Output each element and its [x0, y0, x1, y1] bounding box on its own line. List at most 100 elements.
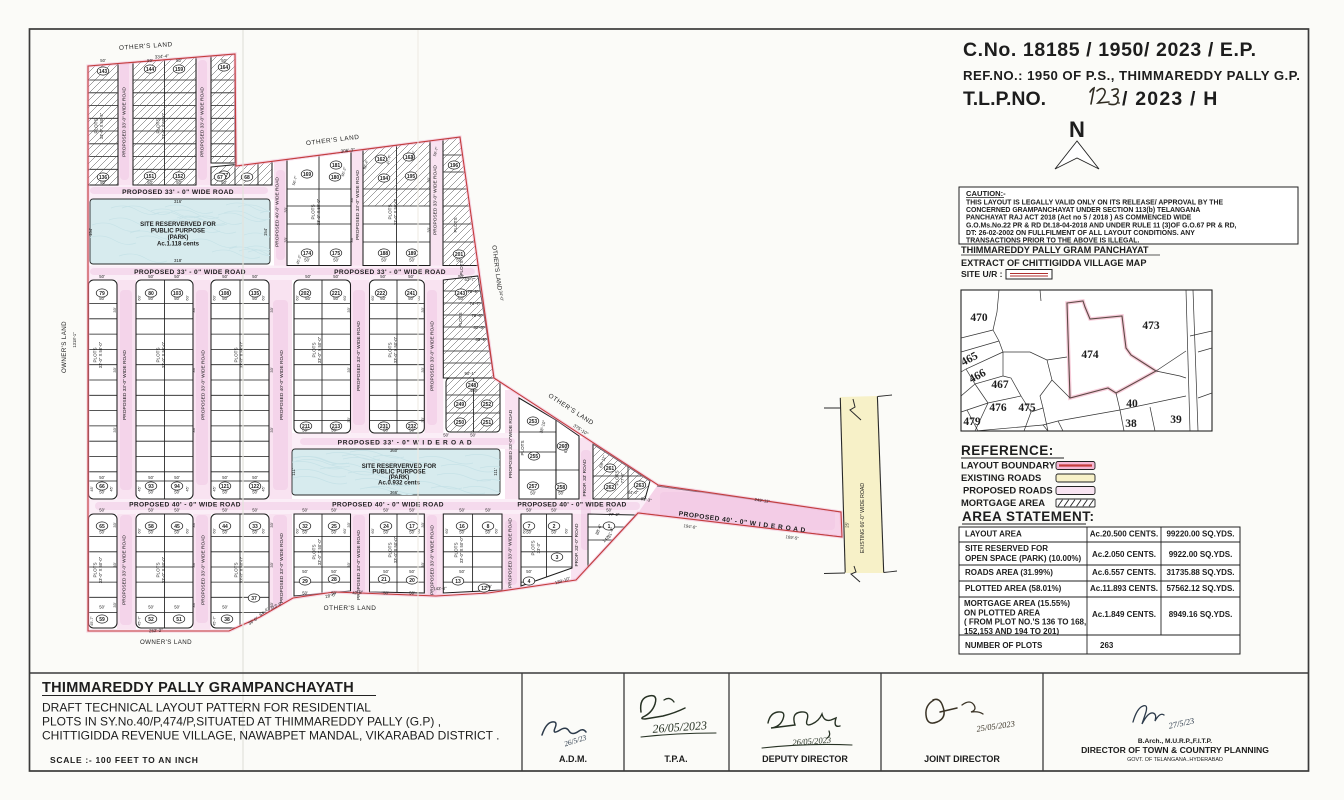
svg-text:50': 50' [302, 569, 308, 574]
svg-text:52: 52 [148, 617, 154, 623]
svg-text:DEPUTY DIRECTOR: DEPUTY DIRECTOR [762, 754, 848, 764]
svg-text:50': 50' [100, 180, 106, 185]
svg-text:33': 33' [346, 562, 351, 567]
svg-text:PROPOSED 33'-0" WIDE ROAD: PROPOSED 33'-0" WIDE ROAD [356, 321, 362, 391]
svg-text:T.P.A.: T.P.A. [664, 754, 687, 764]
svg-text:58: 58 [148, 524, 154, 530]
svg-text:45'-7": 45'-7" [213, 616, 217, 626]
svg-text:318': 318' [174, 258, 182, 263]
svg-text:PROPOSED 33'-0" WIDE ROAD: PROPOSED 33'-0" WIDE ROAD [430, 321, 436, 391]
svg-text:154': 154' [88, 228, 93, 236]
svg-text:50': 50' [99, 490, 105, 495]
svg-text:32: 32 [302, 524, 308, 530]
svg-text:45'-7": 45'-7" [90, 616, 94, 626]
svg-text:33'-0" X 50'-0": 33'-0" X 50'-0" [239, 341, 244, 368]
svg-text:33': 33' [346, 522, 351, 527]
svg-text:PLOTS: PLOTS [233, 347, 238, 362]
svg-text:50': 50' [331, 428, 337, 433]
svg-text:PLOTS: PLOTS [453, 217, 458, 232]
svg-text:93: 93 [148, 484, 154, 490]
svg-text:PROPOSED 33'-0" WIDE ROAD: PROPOSED 33'-0" WIDE ROAD [122, 350, 128, 420]
svg-text:47'-7": 47'-7" [386, 154, 393, 165]
svg-text:33': 33' [420, 562, 425, 567]
svg-text:60': 60' [295, 528, 300, 533]
svg-text:50': 50' [380, 274, 386, 279]
svg-text:50': 50' [383, 428, 389, 433]
svg-text:33'-0" X 50'-0": 33'-0" X 50'-0" [459, 536, 464, 563]
svg-text:EXISTING ROADS: EXISTING ROADS [961, 472, 1041, 483]
svg-text:45': 45' [185, 486, 190, 491]
svg-text:3: 3 [556, 555, 559, 561]
svg-text:139'-10": 139'-10" [554, 576, 571, 586]
svg-text:260: 260 [559, 444, 568, 450]
svg-text:473: 473 [1142, 320, 1160, 332]
svg-text:50': 50' [222, 530, 228, 535]
svg-text:33': 33' [420, 307, 425, 312]
svg-text:C.No. 18185 / 1950/ 2023 / E.P: C.No. 18185 / 1950/ 2023 / E.P. [963, 39, 1257, 61]
svg-text:258: 258 [557, 485, 566, 491]
svg-text:24: 24 [383, 524, 389, 530]
svg-text:OTHER'S LAND: OTHER'S LAND [119, 41, 173, 52]
svg-text:PUBLIC PURPOSE: PUBLIC PURPOSE [372, 469, 425, 475]
svg-text:33': 33' [349, 197, 354, 202]
svg-text:33': 33' [346, 417, 351, 422]
svg-text:50': 50' [383, 591, 389, 596]
svg-text:79: 79 [99, 291, 105, 297]
svg-text:50': 50' [383, 530, 389, 535]
svg-text:THIMMAREDDY PALLY GRAM PANCHA: THIMMAREDDY PALLY GRAM PANCHAYAT [961, 245, 1149, 255]
svg-text:70'-9": 70'-9" [468, 289, 479, 294]
svg-text:59: 59 [99, 617, 105, 623]
svg-text:38: 38 [1125, 418, 1137, 430]
svg-text:263: 263 [636, 483, 645, 489]
svg-text:50': 50' [305, 296, 311, 301]
svg-text:Ac.1.849 CENTS.: Ac.1.849 CENTS. [1092, 610, 1156, 619]
svg-text:( FROM PLOT NO.'S 136 TO 168,: ( FROM PLOT NO.'S 136 TO 168, [964, 618, 1086, 627]
svg-text:40: 40 [1126, 398, 1138, 410]
svg-text:PLOTS: PLOTS [530, 540, 535, 555]
svg-text:60': 60' [261, 528, 266, 533]
svg-text:100': 100' [470, 388, 478, 393]
svg-text:33': 33' [112, 427, 117, 432]
svg-text:108: 108 [221, 291, 230, 297]
svg-text:50': 50' [99, 296, 105, 301]
svg-text:111': 111' [493, 468, 498, 476]
svg-text:80: 80 [148, 291, 154, 297]
svg-text:PLOTS: PLOTS [92, 347, 97, 362]
svg-text:152,153 AND 194 TO 201): 152,153 AND 194 TO 201) [964, 627, 1060, 636]
svg-text:470: 470 [970, 312, 988, 324]
svg-text:50': 50' [551, 530, 557, 535]
svg-text:50': 50' [252, 475, 258, 480]
svg-text:33': 33' [283, 207, 288, 212]
svg-text:154': 154' [263, 228, 268, 236]
svg-text:33': 33' [112, 307, 117, 312]
svg-text:135: 135 [251, 291, 260, 297]
svg-text:THIMMAREDDY PALLY GRAMPANCHAYA: THIMMAREDDY PALLY GRAMPANCHAYATH [42, 680, 354, 696]
svg-text:PROPOSED 33'-0" WIDE ROAD: PROPOSED 33'-0" WIDE ROAD [201, 350, 207, 420]
svg-text:50': 50' [252, 508, 258, 513]
svg-text:60': 60' [185, 528, 190, 533]
svg-text:2: 2 [553, 524, 556, 530]
svg-text:20: 20 [409, 578, 415, 584]
svg-text:DT: 26-02-2002 ON FULLFILMENT: DT: 26-02-2002 ON FULLFILMENT OF ALL LAY… [966, 230, 1195, 237]
svg-text:PROPOSED 40'-0" WIDE ROAD: PROPOSED 40'-0" WIDE ROAD [279, 350, 285, 420]
svg-text:33': 33' [346, 307, 351, 312]
svg-text:N: N [1069, 117, 1085, 142]
svg-text:50': 50' [174, 490, 180, 495]
svg-text:Ac.20.500 CENTS.: Ac.20.500 CENTS. [1090, 530, 1158, 539]
svg-text:111': 111' [291, 468, 296, 476]
svg-text:33': 33' [191, 427, 196, 432]
svg-text:ON PLOTTED AREA: ON PLOTTED AREA [964, 608, 1040, 617]
svg-text:PLOTS: PLOTS [387, 542, 392, 557]
svg-text:63'-7": 63'-7" [465, 277, 476, 282]
svg-text:B.Arch., M.U.R.P.,F.I.T.P.: B.Arch., M.U.R.P.,F.I.T.P. [1138, 738, 1212, 745]
svg-text:52'-4": 52'-4" [363, 159, 370, 170]
svg-text:A.D.M.: A.D.M. [559, 754, 587, 764]
svg-text:162: 162 [377, 157, 386, 163]
svg-text:50': 50' [459, 569, 465, 574]
svg-text:33': 33' [420, 522, 425, 527]
svg-text:68: 68 [244, 175, 250, 181]
svg-text:GOVT. OF TELANGANA..HYDERABAD: GOVT. OF TELANGANA..HYDERABAD [1127, 757, 1223, 763]
svg-text:479: 479 [963, 416, 981, 428]
svg-text:50': 50' [252, 296, 258, 301]
svg-text:201: 201 [455, 252, 464, 258]
